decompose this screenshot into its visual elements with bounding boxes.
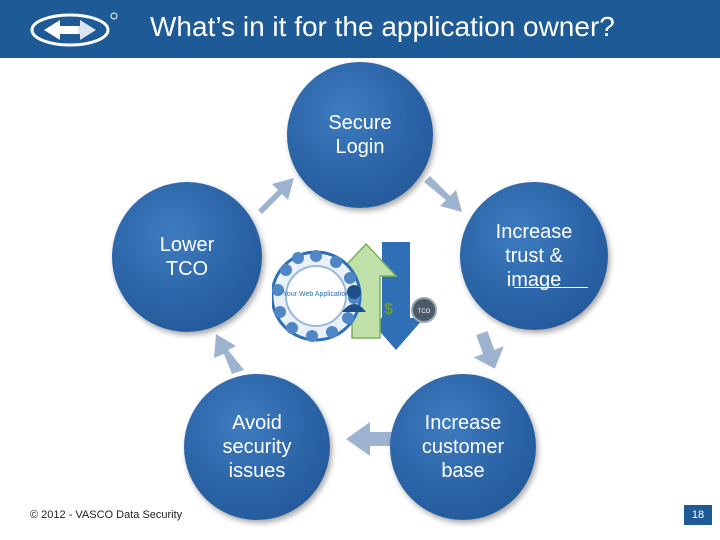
- node-secure-login-label: Secure Login: [328, 112, 392, 158]
- arrow-customer-to-avoid-icon: [346, 422, 396, 456]
- arrow-login-to-tco-icon: [258, 178, 294, 214]
- trust-label-underline: [514, 287, 588, 288]
- tco-badge-icon: TCO: [411, 297, 437, 323]
- gear-ring-icon: Your Web Application: [272, 250, 362, 342]
- node-increase-customer-base-label: Increase customer base: [421, 412, 505, 482]
- copyright: © 2012 - VASCO Data Security: [30, 509, 183, 521]
- arrow-trust-to-customer-icon: [473, 331, 504, 369]
- node-increase-trust: Increase trust & image: [460, 182, 608, 330]
- node-avoid-security-issues: Avoid security issues: [184, 374, 330, 520]
- page-number: 18: [684, 505, 712, 525]
- dollar-label: $: [384, 301, 393, 318]
- center-graphic: Your Web Application $ TCO: [272, 242, 437, 350]
- node-increase-customer-base: Increase customer base: [390, 374, 536, 520]
- node-avoid-security-issues-label: Avoid security issues: [222, 412, 292, 482]
- node-secure-login: Secure Login: [287, 62, 433, 208]
- down-arrow-icon: [368, 242, 424, 350]
- node-lower-tco: Lower TCO: [112, 182, 262, 332]
- arrow-avoid-to-tco-icon: [214, 334, 244, 374]
- arrow-login-to-trust-icon: [424, 176, 462, 212]
- node-lower-tco-label: Lower TCO: [159, 234, 215, 280]
- slide-title: What’s in it for the application owner?: [150, 11, 615, 42]
- user-icon: [342, 285, 366, 312]
- tco-label: TCO: [418, 309, 431, 315]
- node-increase-trust-label: Increase trust & image: [495, 221, 573, 291]
- title-bar: What’s in it for the application owner?: [0, 0, 720, 58]
- web-app-label: Your Web Application: [283, 291, 349, 298]
- vasco-logo-icon: [30, 12, 118, 47]
